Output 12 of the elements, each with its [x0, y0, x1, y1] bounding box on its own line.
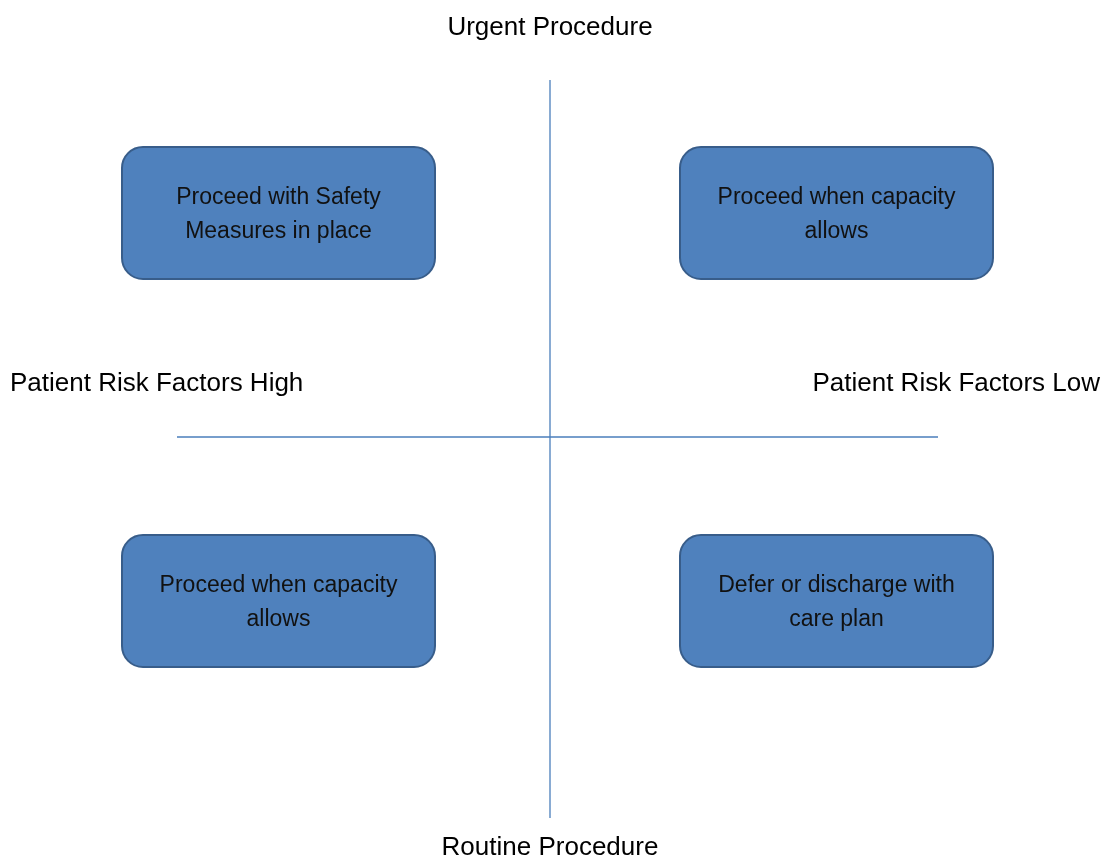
- axis-label: Patient Risk Factors High: [10, 366, 304, 398]
- quadrant-box: [679, 146, 994, 280]
- box-text: Defer or discharge with care plan: [717, 569, 956, 633]
- quadrant-box: [679, 534, 994, 668]
- quadrant-box: [121, 146, 436, 280]
- box-text: Proceed with Safety Measures in place: [175, 181, 382, 245]
- box-text: Proceed when capacity allows: [158, 569, 399, 633]
- axis-label: Routine Procedure: [441, 830, 659, 862]
- axis-label: Urgent Procedure: [447, 10, 653, 42]
- quadrant-box: [121, 534, 436, 668]
- box-text: Proceed when capacity allows: [716, 181, 957, 245]
- axis-label: Patient Risk Factors Low: [812, 366, 1100, 398]
